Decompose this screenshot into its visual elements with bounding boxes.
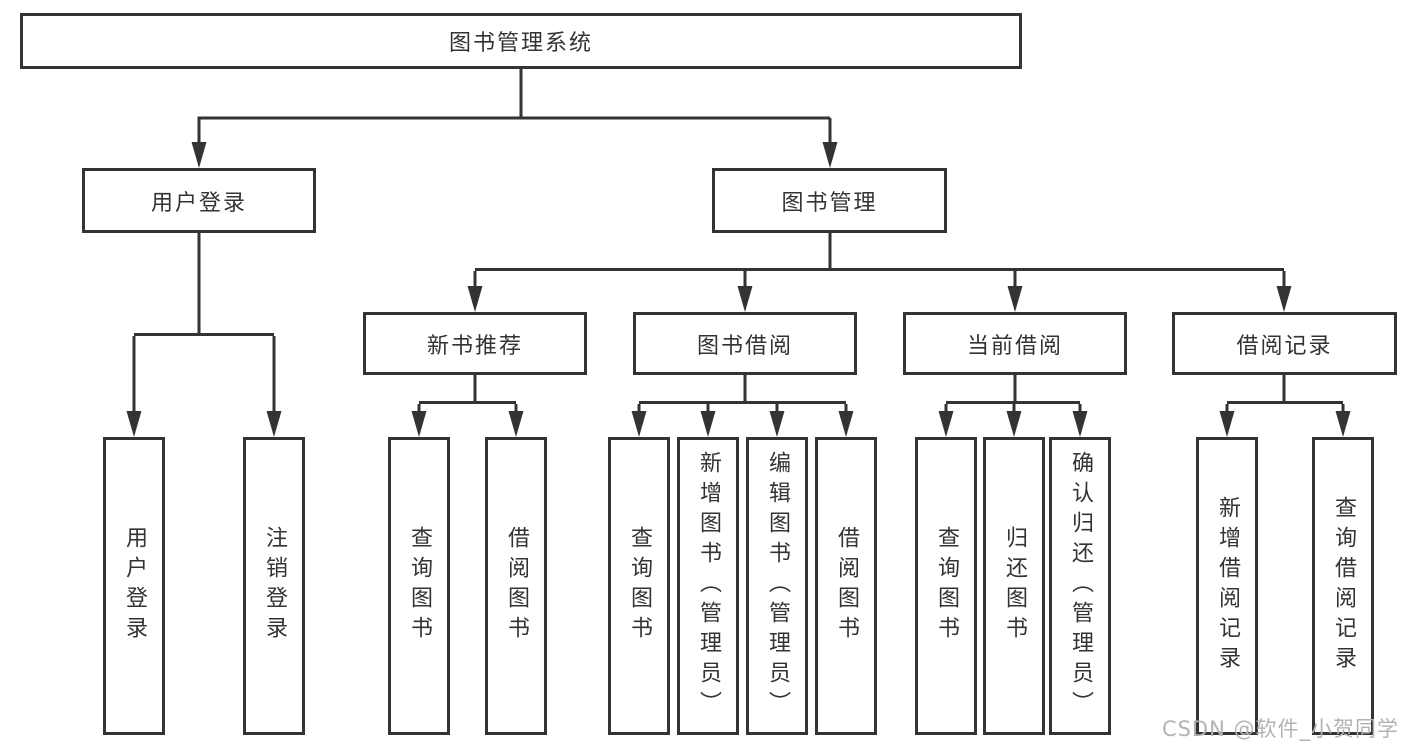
node-user-login: 用户登录: [82, 168, 316, 233]
leaf-confirm-return-admin-label: 确认归还（管理员）: [1068, 451, 1093, 721]
leaf-query-borrowing-record: 查询借阅记录: [1312, 437, 1374, 735]
node-new-book-recommendation: 新书推荐: [363, 312, 587, 375]
leaf-borrow-books-recommendation: 借阅图书: [485, 437, 547, 735]
leaf-user-login: 用户登录: [103, 437, 165, 735]
leaf-user-login-label: 用户登录: [122, 526, 147, 646]
leaf-query-books-recommendation-label: 查询图书: [407, 526, 432, 646]
leaf-add-borrowing-record: 新增借阅记录: [1196, 437, 1258, 735]
node-borrowing-records: 借阅记录: [1172, 312, 1397, 375]
leaf-query-books-current: 查询图书: [915, 437, 977, 735]
leaf-return-books: 归还图书: [983, 437, 1045, 735]
leaf-borrow-books-recommendation-label: 借阅图书: [504, 526, 529, 646]
leaf-query-books-borrowing: 查询图书: [608, 437, 670, 735]
leaf-query-borrowing-record-label: 查询借阅记录: [1331, 496, 1356, 676]
node-book-borrowing: 图书借阅: [633, 312, 857, 375]
node-book-management: 图书管理: [712, 168, 947, 233]
leaf-edit-books-admin-label: 编辑图书（管理员）: [765, 451, 790, 721]
leaf-query-books-current-label: 查询图书: [934, 526, 959, 646]
leaf-return-books-label: 归还图书: [1002, 526, 1027, 646]
watermark: CSDN @软件_小贺同学: [1161, 717, 1399, 741]
leaf-borrow-books-borrowing: 借阅图书: [815, 437, 877, 735]
leaf-query-books-recommendation: 查询图书: [388, 437, 450, 735]
leaf-confirm-return-admin: 确认归还（管理员）: [1049, 437, 1111, 735]
leaf-borrow-books-borrowing-label: 借阅图书: [834, 526, 859, 646]
leaf-logout-label: 注销登录: [262, 526, 287, 646]
leaf-logout: 注销登录: [243, 437, 305, 735]
leaf-query-books-borrowing-label: 查询图书: [627, 526, 652, 646]
leaf-add-books-admin-label: 新增图书（管理员）: [696, 451, 721, 721]
node-library-management-system: 图书管理系统: [20, 13, 1022, 69]
leaf-add-books-admin: 新增图书（管理员）: [677, 437, 739, 735]
leaf-add-borrowing-record-label: 新增借阅记录: [1215, 496, 1240, 676]
node-current-borrowing: 当前借阅: [903, 312, 1127, 375]
leaf-edit-books-admin: 编辑图书（管理员）: [746, 437, 808, 735]
